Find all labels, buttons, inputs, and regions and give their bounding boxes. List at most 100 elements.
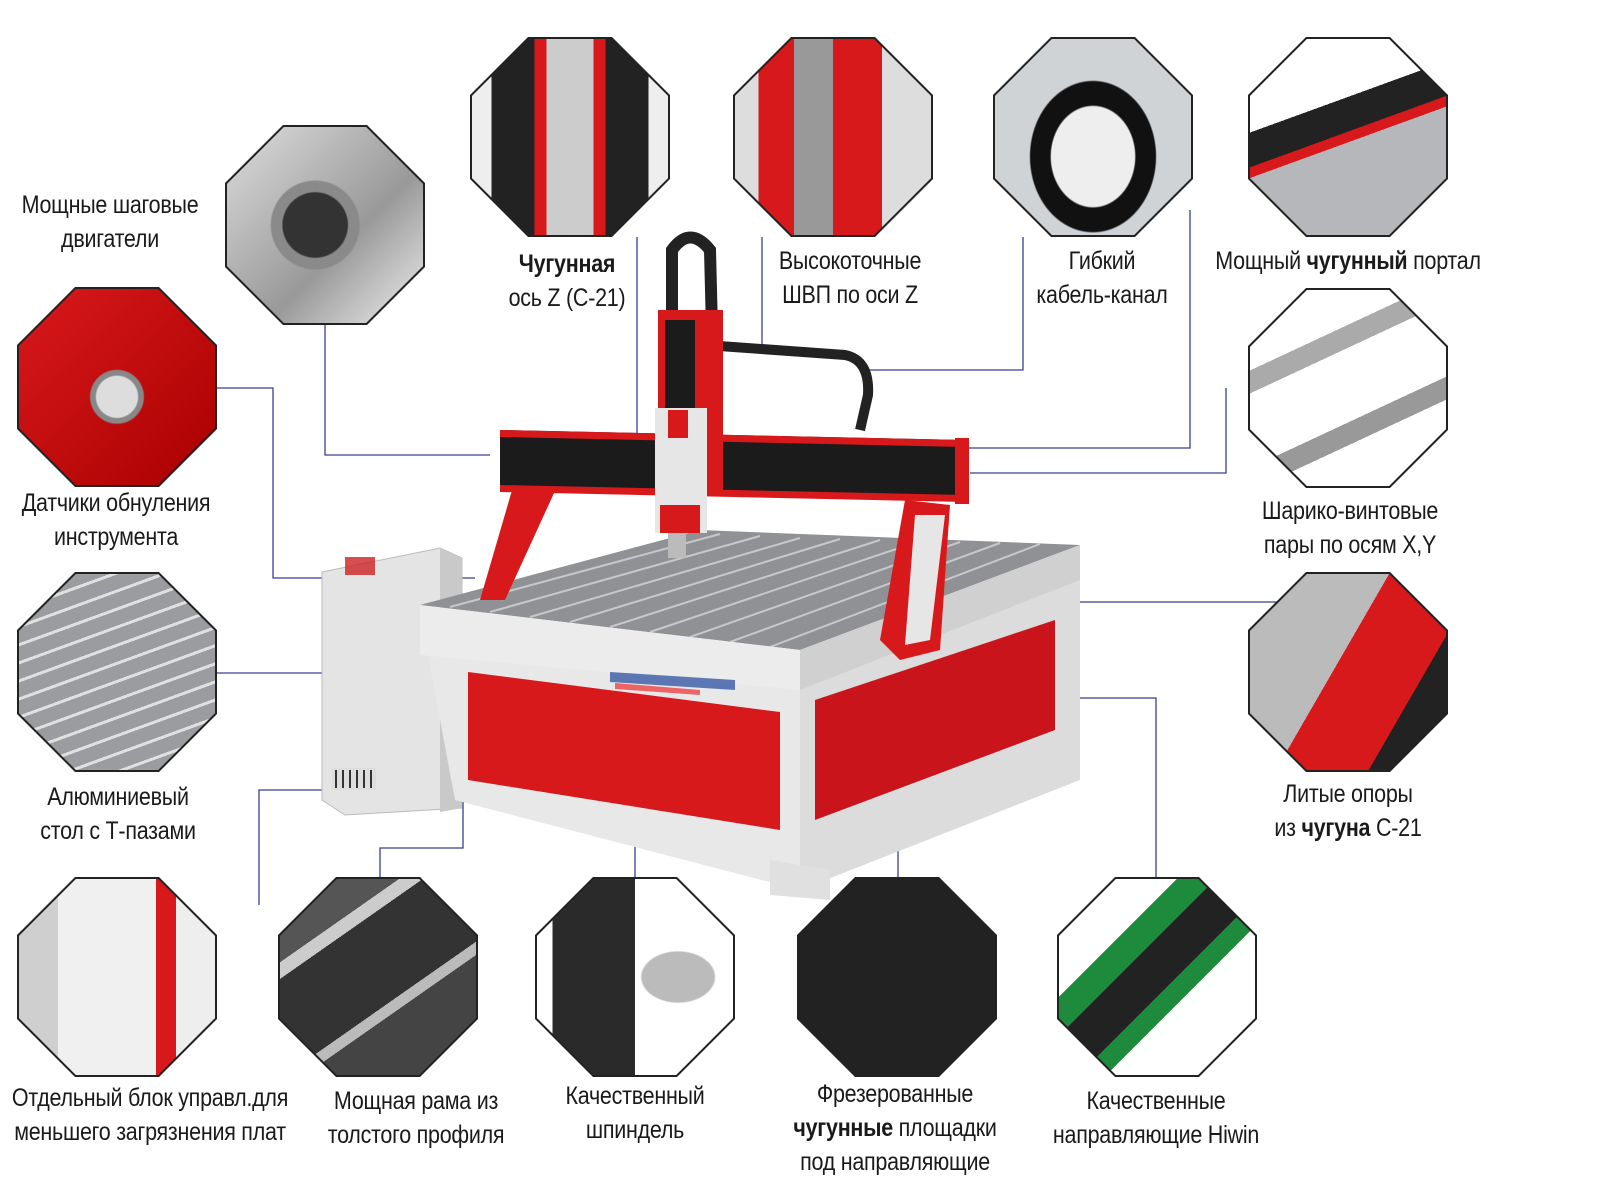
label-line: чугунные площадки [723,1111,1067,1145]
supports-image [1250,574,1446,770]
label-line: кабель-канал [930,278,1274,312]
table-image [19,574,215,770]
label-text: площадки [892,1114,997,1142]
label-line: пары по осям X,Y [1178,528,1522,562]
label-line: Высокоточные [678,244,1022,278]
label-line: Отдельный блок управл.для [0,1081,322,1115]
label-line: Качественные [984,1084,1328,1118]
label-line: Фрезерованные [723,1077,1067,1111]
tool-sensor-photo [17,287,217,487]
label-text: Качественные [1086,1087,1226,1115]
ballscrew-z-image [735,39,931,235]
aluminum-table-photo [17,572,217,772]
label-line: ось Z (С-21) [395,281,739,315]
label-text: ШВП по оси Z [782,281,918,309]
label-text: стол с Т-пазами [40,817,196,845]
label-line: под направляющие [723,1145,1067,1179]
spindle-label: Качественный шпиндель [463,1079,807,1147]
cast-supports-photo [1248,572,1448,772]
label-line: из чугуна С-21 [1176,811,1520,845]
label-line: Шарико-винтовые [1178,494,1522,528]
ballscrews-image [1250,290,1446,486]
label-text: толстого профиля [327,1121,505,1149]
frame-photo [278,877,478,1077]
cast-supports-label: Литые опоры из чугуна С-21 [1176,777,1520,845]
label-text: двигатели [61,225,159,253]
sensor-image [19,289,215,485]
label-text: меньшего загрязнения плат [14,1118,286,1146]
label-line: Качественный [463,1079,807,1113]
label-text: ось Z (С-21) [508,284,626,312]
label-line: Алюминиевый [0,780,290,814]
milled-pads-photo [797,877,997,1077]
label-line: шпиндель [463,1113,807,1147]
label-line: Датчики обнуления [0,486,288,520]
cabinet-image [19,879,215,1075]
label-text: Литые опоры [1283,780,1413,808]
aluminum-table-label: Алюминиевый стол с Т-пазами [0,780,290,848]
label-text: шпиндель [585,1116,685,1144]
control-box-photo [17,877,217,1077]
label-line: Литые опоры [1176,777,1520,811]
stepper-motor-image [227,127,423,323]
label-text: Фрезерованные [816,1080,974,1108]
xy-ballscrews-photo [1248,288,1448,488]
cable-chain-image [995,39,1191,235]
label-line: Чугунная [395,247,739,281]
label-text-bold: чугуна [1301,814,1371,842]
label-text: Шарико-винтовые [1261,497,1439,525]
z-ballscrew-photo [733,37,933,237]
label-text: Высокоточные [778,247,922,275]
label-text: Качественный [565,1082,705,1110]
label-text: Мощный [1215,247,1307,275]
label-text: Гибкий [1068,247,1136,275]
milled-pads-label: Фрезерованные чугунные площадки под направ… [723,1077,1067,1179]
label-text: пары по осям X,Y [1263,531,1437,559]
control-box-label: Отдельный блок управл.для меньшего загряз… [0,1081,322,1149]
spindle-photo [535,877,735,1077]
label-line: Мощная рама из [244,1084,588,1118]
label-line: меньшего загрязнения плат [0,1115,322,1149]
stepper-motors-label: Мощные шаговые двигатели [0,188,282,256]
label-text: Отдельный блок управл.для [11,1084,289,1112]
label-line: Мощные шаговые [0,188,282,222]
tool-sensor-label: Датчики обнуления инструмента [0,486,288,554]
frame-image [280,879,476,1075]
cast-z-axis-photo [470,37,670,237]
label-line: Мощный чугунный портал [1176,244,1520,278]
label-text: Мощные шаговые [21,191,199,219]
label-line: ШВП по оси Z [678,278,1022,312]
label-text: портал [1407,247,1481,275]
stepper-motors-photo [225,125,425,325]
label-text: под направляющие [800,1148,990,1176]
z-axis-image [472,39,668,235]
label-line: толстого профиля [244,1118,588,1152]
label-text: Мощная рама из [333,1087,499,1115]
label-text: инструмента [53,523,179,551]
label-text: кабель-канал [1036,281,1168,309]
label-text: Алюминиевый [47,783,189,811]
label-text: из [1274,814,1302,842]
cast-z-axis-label: Чугунная ось Z (С-21) [395,247,739,315]
label-line: двигатели [0,222,282,256]
hiwin-rails-photo [1057,877,1257,1077]
label-line: стол с Т-пазами [0,814,290,848]
cast-gantry-photo [1248,37,1448,237]
hiwin-rails-label: Качественные направляющие Hiwin [984,1084,1328,1152]
label-text-bold: Чугунная [518,250,616,278]
frame-label: Мощная рама из толстого профиля [244,1084,588,1152]
cable-chain-photo [993,37,1193,237]
cast-gantry-label: Мощный чугунный портал [1176,244,1520,278]
rails-image [1059,879,1255,1075]
label-line: Гибкий [930,244,1274,278]
spindle-image [537,879,733,1075]
gantry-image [1250,39,1446,235]
pads-image [799,879,995,1075]
label-text-bold: чугунный [1306,247,1408,275]
label-text-bold: чугунные [793,1114,893,1142]
label-text: направляющие Hiwin [1052,1121,1260,1149]
label-line: инструмента [0,520,288,554]
label-text: С-21 [1370,814,1422,842]
